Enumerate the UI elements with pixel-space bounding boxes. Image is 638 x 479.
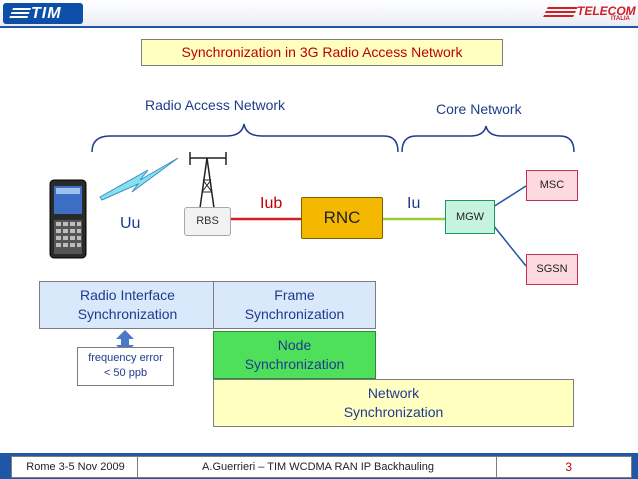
radio-interface-sync-box: Radio Interface Synchronization <box>39 281 216 329</box>
frame-sync-line2: Synchronization <box>244 306 345 322</box>
ran-brace <box>91 123 399 153</box>
freq-line2: < 50 ppb <box>103 367 148 379</box>
telecom-italia-logo: TELECOM ITALIA <box>542 3 636 23</box>
top-band <box>0 0 638 28</box>
telecom-logo-subtext: ITALIA <box>611 16 630 22</box>
ran-label: Radio Access Network <box>145 97 286 113</box>
radio-link-bolt-icon <box>99 157 179 201</box>
node-sync-line1: Node <box>277 337 312 353</box>
frequency-error-box: frequency error < 50 ppb <box>77 347 174 386</box>
page-number-text: 3 <box>565 460 572 474</box>
rnc-box: RNC <box>301 197 383 239</box>
node-sync-box: Node Synchronization <box>213 331 376 379</box>
radio-sync-line1: Radio Interface <box>80 287 175 303</box>
iu-interface-label: Iu <box>407 195 421 212</box>
uu-interface-label: Uu <box>120 215 141 232</box>
node-sync-line2: Synchronization <box>244 356 345 372</box>
iub-interface-label: Iub <box>260 195 283 212</box>
mgw-sgsn-link <box>492 224 527 267</box>
network-sync-line2: Synchronization <box>343 404 444 420</box>
mgw-msc-link <box>492 185 527 208</box>
slide-title: Synchronization in 3G Radio Access Netwo… <box>141 39 503 66</box>
mobile-phone-icon <box>49 179 87 259</box>
core-network-label: Core Network <box>436 101 522 117</box>
radio-sync-line2: Synchronization <box>77 306 178 322</box>
footer-author: A.Guerrieri – TIM WCDMA RAN IP Backhauli… <box>137 456 499 478</box>
footer-page-number: 3 <box>496 456 632 478</box>
tim-logo: TIM <box>3 3 83 24</box>
frame-sync-box: Frame Synchronization <box>213 281 376 329</box>
sgsn-box: SGSN <box>526 254 578 285</box>
frame-sync-line1: Frame <box>274 287 315 303</box>
core-brace <box>401 125 575 153</box>
freq-line1: frequency error <box>88 352 163 364</box>
mgw-box: MGW <box>445 200 495 234</box>
tim-logo-text: TIM <box>31 5 62 22</box>
network-sync-line1: Network <box>367 385 420 401</box>
antenna-tower-icon <box>189 152 227 209</box>
msc-box: MSC <box>526 170 578 201</box>
network-sync-box: Network Synchronization <box>213 379 574 427</box>
telecom-logo-text: TELECOM <box>577 4 636 18</box>
footer-date: Rome 3-5 Nov 2009 <box>11 456 140 478</box>
rbs-box: RBS <box>184 207 231 236</box>
